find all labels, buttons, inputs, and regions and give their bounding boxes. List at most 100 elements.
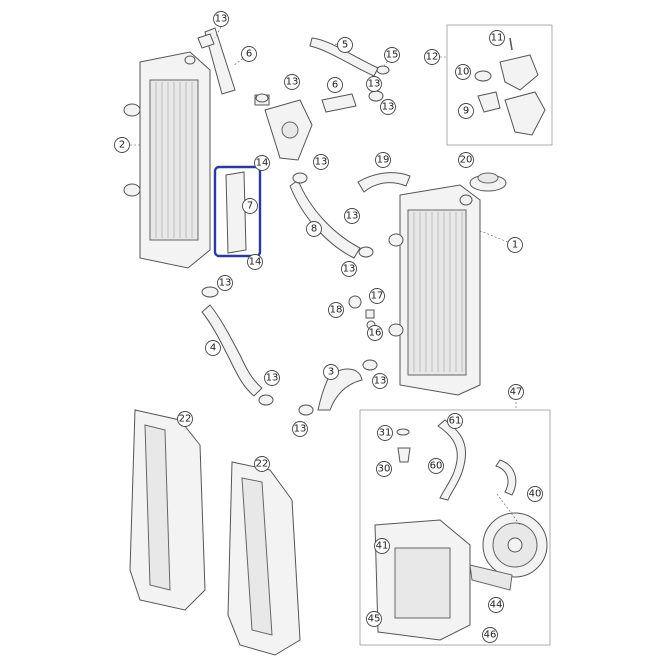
callout-13-d: 13 (313, 154, 329, 170)
fan-assembly (374, 419, 548, 641)
svg-text:13: 13 (286, 77, 299, 88)
callout-13-b: 13 (284, 74, 300, 90)
svg-text:61: 61 (449, 416, 462, 427)
svg-text:17: 17 (371, 291, 384, 302)
callout-13-c: 13 (380, 99, 396, 115)
svg-text:13: 13 (382, 102, 395, 113)
svg-text:5: 5 (342, 40, 348, 51)
callout-47: 47 (508, 384, 524, 400)
callout-13-g: 13 (344, 208, 360, 224)
svg-text:1: 1 (512, 240, 518, 251)
callout-14-b: 14 (247, 254, 263, 270)
svg-text:10: 10 (457, 67, 470, 78)
svg-text:19: 19 (377, 155, 390, 166)
svg-text:46: 46 (484, 630, 497, 641)
svg-text:13: 13 (374, 376, 387, 387)
small-hardware (348, 295, 411, 463)
svg-text:44: 44 (490, 600, 503, 611)
callout-19: 19 (375, 152, 391, 168)
inset-box-thermostat (446, 24, 553, 146)
callout-22-b: 22 (254, 456, 270, 472)
svg-text:22: 22 (256, 459, 269, 470)
svg-text:6: 6 (246, 49, 252, 60)
svg-text:15: 15 (386, 50, 399, 61)
callout-15: 15 (384, 47, 400, 63)
callout-20: 20 (458, 152, 474, 168)
svg-text:7: 7 (247, 201, 253, 212)
svg-text:6: 6 (332, 80, 338, 91)
svg-text:40: 40 (529, 489, 542, 500)
svg-text:2: 2 (119, 140, 125, 151)
callout-13-k: 13 (366, 76, 382, 92)
callout-11: 11 (489, 30, 505, 46)
callout-14-a: 14 (254, 155, 270, 171)
radiator-guards (129, 409, 301, 656)
inset-box-fan (359, 409, 551, 646)
svg-text:13: 13 (215, 14, 228, 25)
callout-45: 45 (366, 611, 382, 627)
callout-10: 10 (455, 64, 471, 80)
svg-text:41: 41 (376, 541, 389, 552)
callout-31: 31 (377, 425, 393, 441)
callout-13-e: 13 (217, 275, 233, 291)
svg-text:9: 9 (463, 106, 469, 117)
inset-thermostat-parts (474, 37, 546, 136)
callout-46: 46 (482, 627, 498, 643)
callout-13-a: 13 (213, 11, 229, 27)
svg-text:22: 22 (179, 414, 192, 425)
callout-17: 17 (369, 288, 385, 304)
callout-22-a: 22 (177, 411, 193, 427)
svg-text:14: 14 (256, 158, 269, 169)
callout-60: 60 (428, 458, 444, 474)
svg-text:13: 13 (219, 278, 232, 289)
svg-text:45: 45 (368, 614, 381, 625)
svg-text:14: 14 (249, 257, 262, 268)
svg-text:4: 4 (210, 343, 216, 354)
hoses (197, 27, 411, 411)
callout-13-i: 13 (292, 421, 308, 437)
callout-1: 1 (507, 237, 523, 253)
left-radiator (123, 51, 211, 269)
svg-text:47: 47 (510, 387, 523, 398)
callout-5: 5 (337, 37, 353, 53)
callout-8: 8 (306, 221, 322, 237)
svg-text:11: 11 (491, 33, 504, 44)
hose-clamps (201, 65, 390, 416)
svg-text:30: 30 (378, 464, 391, 475)
svg-text:13: 13 (368, 79, 381, 90)
callout-3: 3 (323, 364, 339, 380)
callout-13-h: 13 (264, 370, 280, 386)
callout-41: 41 (374, 538, 390, 554)
callout-30: 30 (376, 461, 392, 477)
callout-6-a: 6 (241, 46, 257, 62)
callout-12: 12 (424, 49, 440, 65)
svg-text:13: 13 (343, 264, 356, 275)
callout-40: 40 (527, 486, 543, 502)
svg-text:16: 16 (369, 328, 382, 339)
svg-text:31: 31 (379, 428, 392, 439)
callout-16: 16 (367, 325, 383, 341)
svg-text:18: 18 (330, 305, 343, 316)
svg-text:13: 13 (294, 424, 307, 435)
callout-44: 44 (488, 597, 504, 613)
svg-text:12: 12 (426, 52, 439, 63)
callout-18: 18 (328, 302, 344, 318)
svg-text:20: 20 (460, 155, 473, 166)
thermostat-housing (254, 94, 313, 161)
callout-6-b: 6 (327, 77, 343, 93)
svg-text:8: 8 (311, 224, 317, 235)
callout-13-j: 13 (372, 373, 388, 389)
leader-lines (122, 26, 521, 526)
callout-9: 9 (458, 103, 474, 119)
svg-text:13: 13 (315, 157, 328, 168)
highlight-box (213, 165, 262, 258)
svg-text:60: 60 (430, 461, 443, 472)
callout-13-f: 13 (341, 261, 357, 277)
right-radiator (388, 184, 481, 396)
callout-7: 7 (242, 198, 258, 214)
svg-text:3: 3 (328, 367, 334, 378)
callout-4: 4 (205, 340, 221, 356)
svg-text:13: 13 (266, 373, 279, 384)
